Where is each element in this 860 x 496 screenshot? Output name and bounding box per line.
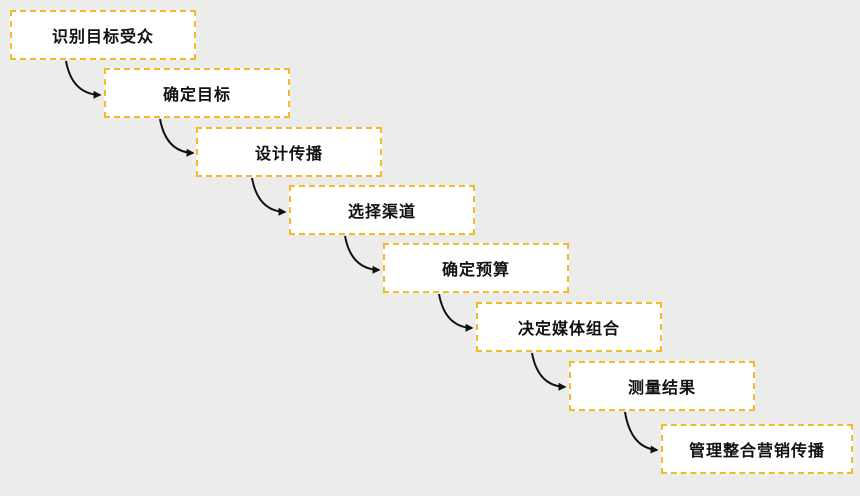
connector-arrow-4 — [344, 235, 381, 274]
step-label: 确定目标 — [162, 85, 231, 104]
connector-arrow-2 — [159, 118, 195, 157]
connector-arrow-1 — [65, 60, 102, 99]
step-label: 设计传播 — [254, 144, 323, 163]
step-decide-media-mix: 决定媒体组合 — [476, 302, 662, 352]
step-set-budget: 确定预算 — [383, 243, 569, 293]
connector-arrow-3 — [251, 177, 287, 216]
step-label: 决定媒体组合 — [517, 319, 620, 338]
connector-arrow-6 — [531, 352, 567, 391]
step-set-objectives: 确定目标 — [104, 68, 290, 118]
step-label: 管理整合营销传播 — [688, 441, 825, 460]
step-label: 识别目标受众 — [51, 27, 154, 46]
connector-arrow-5 — [438, 293, 474, 332]
connector-arrow-7 — [624, 411, 659, 454]
step-label: 选择渠道 — [347, 202, 416, 221]
step-label: 测量结果 — [627, 378, 696, 397]
step-design-communication: 设计传播 — [196, 127, 382, 177]
step-manage-imc: 管理整合营销传播 — [661, 424, 853, 474]
step-identify-target-audience: 识别目标受众 — [10, 10, 196, 60]
step-select-channels: 选择渠道 — [289, 185, 475, 235]
step-label: 确定预算 — [441, 260, 510, 279]
step-measure-results: 测量结果 — [569, 361, 755, 411]
